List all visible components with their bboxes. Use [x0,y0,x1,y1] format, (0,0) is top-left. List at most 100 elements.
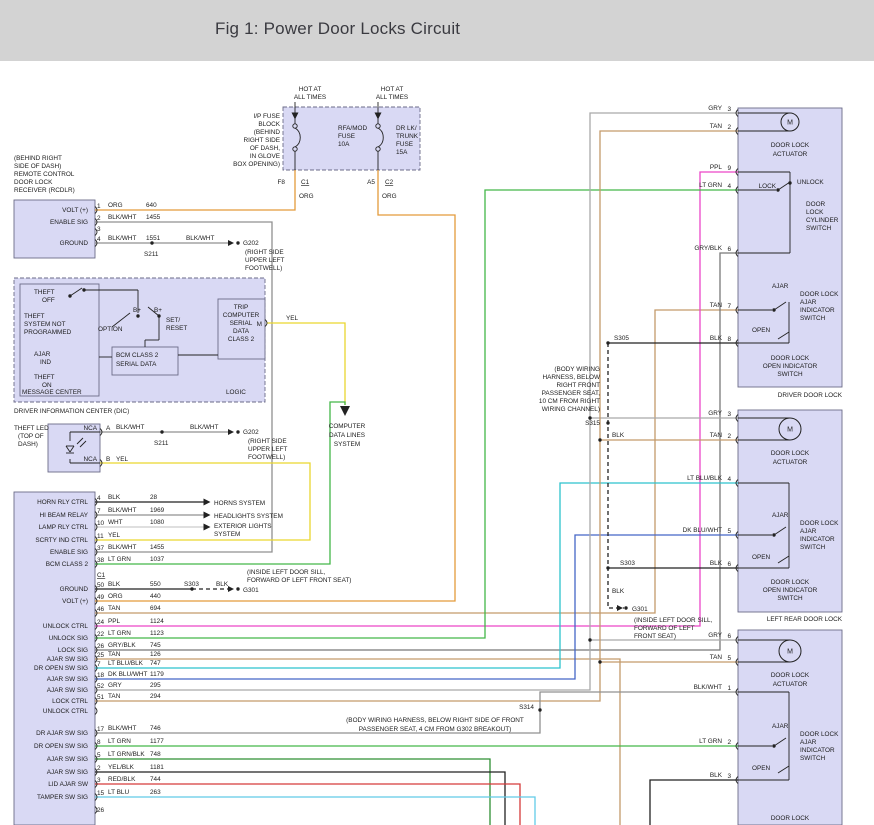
motor-symbol [778,417,802,441]
label: RED/BLK [108,776,136,783]
label: 1551 [146,235,161,242]
pin-bracket [94,707,98,715]
label: 294 [150,693,161,700]
wire-blkwht-1455-enable [95,221,273,553]
label: SERIAL DATA [116,361,157,368]
wire-ltblublk-747 [95,482,738,669]
label: 26 [97,807,105,814]
pin-bracket [94,511,98,519]
label: LOCK SIG [58,647,88,654]
label: AJAR SW SIG [47,756,88,763]
junction-dot [136,314,140,318]
label: RECEIVER (RCDLR) [14,187,75,194]
label: 2 [97,765,101,772]
internal-line [777,331,790,340]
label: DK BLU/WHT [108,671,148,678]
label: SIDE OF DASH) [14,163,61,170]
label: G301 [632,606,648,613]
junction-dot [624,606,628,610]
label: A5 [367,179,375,186]
label: TRIP [234,304,249,311]
label: LT BLU/BLK [108,660,144,667]
box-rcdlr [13,199,96,259]
label: TAN [108,651,121,658]
wire-blk-rr-pin3 [649,779,738,825]
label: GRY/BLK [108,642,136,649]
arrowhead [374,112,382,120]
pin-bracket [94,609,98,617]
junction-dot [772,533,776,537]
label: TAN [710,654,723,661]
internal-line [76,437,84,445]
pin-bracket [94,755,98,763]
arrowhead [228,240,234,246]
label: UNLOCK [797,179,824,186]
label: THEFT [34,289,55,296]
label: 4 [97,495,101,502]
label: 3 [97,777,101,784]
pin-bracket [264,319,268,327]
label: CYLINDER [806,217,839,224]
label: BCM CLASS 2 [46,561,89,568]
label: DOOR LOCK [771,579,810,586]
junction-dot [157,314,161,318]
junction-dot [598,660,602,664]
pin-bracket [94,560,98,568]
label: SWITCH [800,755,826,762]
wire-ltgrn-1037-class2 [95,401,346,565]
label: LT GRN [699,738,722,745]
label: BLK [710,772,723,779]
label: 10 CM FROM RIGHT [539,398,600,405]
junction-dot [772,744,776,748]
label: 37 [97,545,105,552]
label: 7 [727,303,731,310]
wire-yel-scrty-ind [95,462,311,541]
wire-tan-126 [95,658,621,825]
label: EXTERIOR LIGHTS [214,523,272,530]
label: GRY [108,682,122,689]
pin-bracket [735,186,739,194]
label: GRY [708,632,722,639]
label: LT GRN/BLK [108,751,145,758]
label: LT BLU/BLK [687,475,723,482]
label: INDICATOR [800,536,835,543]
label: REMOTE CONTROL [14,171,75,178]
label: RIGHT SIDE [244,137,280,144]
label: SERIAL [230,320,253,327]
internal-line [79,440,87,448]
junction-dot [788,181,792,185]
box-bcm [13,491,96,825]
label: AJAR SW SIG [47,656,88,663]
label: S315 [585,420,600,427]
pin-bracket [94,597,98,605]
label: BCM CLASS 2 [116,352,159,359]
label: DOOR LOCK [771,355,810,362]
internal-line [69,445,75,453]
label: BLK/WHT [108,214,137,221]
label: GROUND [60,240,89,247]
label: 2 [727,739,731,746]
label: 5 [727,655,731,662]
label: DOOR LOCK [771,142,810,149]
pin-bracket [735,306,739,314]
label: OPEN [752,554,770,561]
label: FOOTWELL) [248,454,285,461]
arrowhead [228,586,234,592]
label: 28 [150,494,158,501]
label: BLK/WHT [190,424,219,431]
label: RESET [166,325,187,332]
box-trip-computer [217,298,266,360]
label: HOT AT [299,86,322,93]
internal-line [147,306,160,317]
wire-org-440-bcm [95,170,456,602]
label: 440 [150,593,161,600]
label: TAN [710,432,723,439]
arrowhead [617,605,623,611]
label: PASSENGER SEAT, [542,390,601,397]
label: B [106,456,110,463]
label: 3 [727,773,731,780]
label: DOOR LOCK [771,815,810,822]
junction-dot [190,587,194,591]
label: (INSIDE LEFT DOOR SILL, [634,617,713,624]
figure-header: Fig 1: Power Door Locks Circuit [0,0,874,61]
